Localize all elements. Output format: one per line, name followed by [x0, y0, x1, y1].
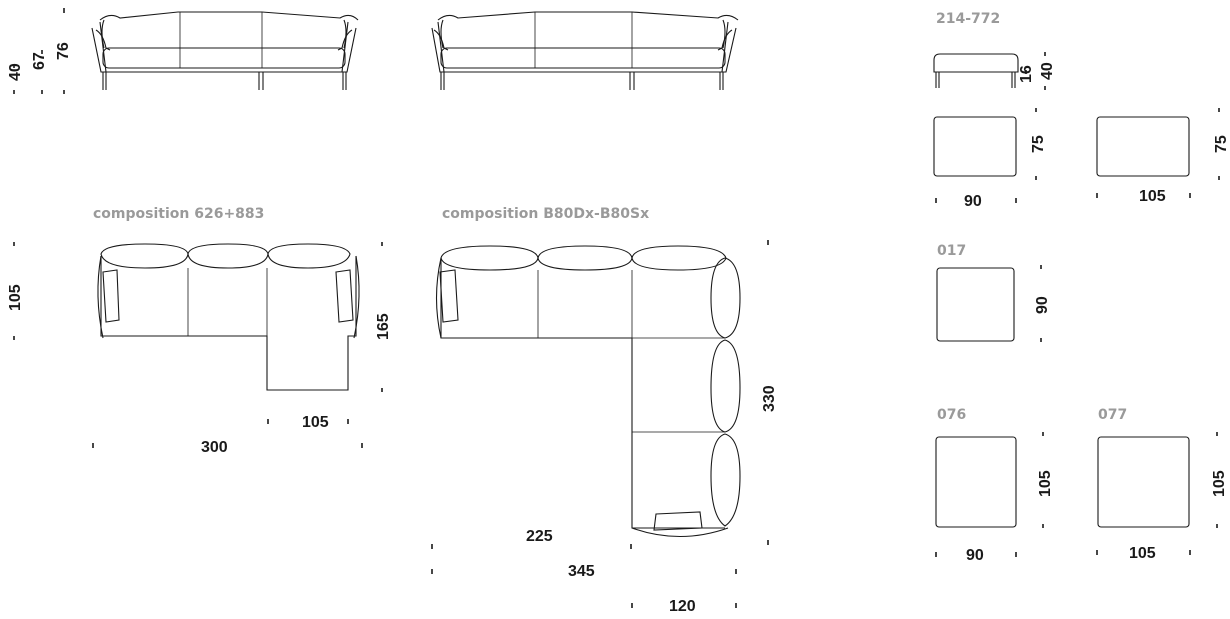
composition-2-plan	[435, 245, 741, 538]
composition-1-plan	[97, 243, 360, 391]
module-076-width-90: 90	[966, 547, 984, 564]
pouf-plan-90x75	[933, 116, 1017, 177]
front-height-76: 76	[55, 42, 72, 60]
composition-2-title: composition B80Dx-B80Sx	[442, 206, 649, 222]
comp1-chaise-width-105: 105	[302, 414, 329, 431]
module-077-width-105: 105	[1129, 545, 1156, 562]
pouf-title: 214-772	[936, 11, 1000, 27]
front-height-67: 67	[31, 52, 48, 70]
sofa-front-view-left	[91, 11, 359, 90]
comp2-total-345: 345	[568, 563, 595, 580]
comp2-seat-120: 120	[669, 598, 696, 615]
module-017-depth-90: 90	[1034, 296, 1051, 314]
module-017-plan	[936, 267, 1015, 342]
comp1-total-300: 300	[201, 439, 228, 456]
pouf-height-16: 16	[1018, 65, 1035, 83]
module-077-title: 077	[1098, 407, 1127, 423]
pouf-105-depth-75: 75	[1213, 135, 1230, 153]
sofa-front-view-right	[431, 11, 739, 90]
composition-1-title: composition 626+883	[93, 206, 264, 222]
module-076-depth-105: 105	[1037, 470, 1054, 497]
comp2-length-225: 225	[526, 528, 553, 545]
pouf-front-view	[933, 53, 1019, 88]
module-017-title: 017	[937, 243, 966, 259]
comp1-depth-105: 105	[7, 284, 24, 311]
module-076-title: 076	[937, 407, 966, 423]
pouf-height-40: 40	[1039, 62, 1056, 80]
comp2-side-330: 330	[761, 385, 778, 412]
module-076-plan	[935, 436, 1017, 528]
module-077-plan	[1097, 436, 1190, 528]
pouf-width-105: 105	[1139, 188, 1166, 205]
pouf-plan-105x75	[1096, 116, 1190, 177]
module-077-depth-105: 105	[1211, 470, 1228, 497]
front-height-40: 40	[7, 63, 24, 81]
pouf-width-90: 90	[964, 193, 982, 210]
pouf-90-depth-75: 75	[1030, 135, 1047, 153]
comp1-chaise-165: 165	[375, 313, 392, 340]
